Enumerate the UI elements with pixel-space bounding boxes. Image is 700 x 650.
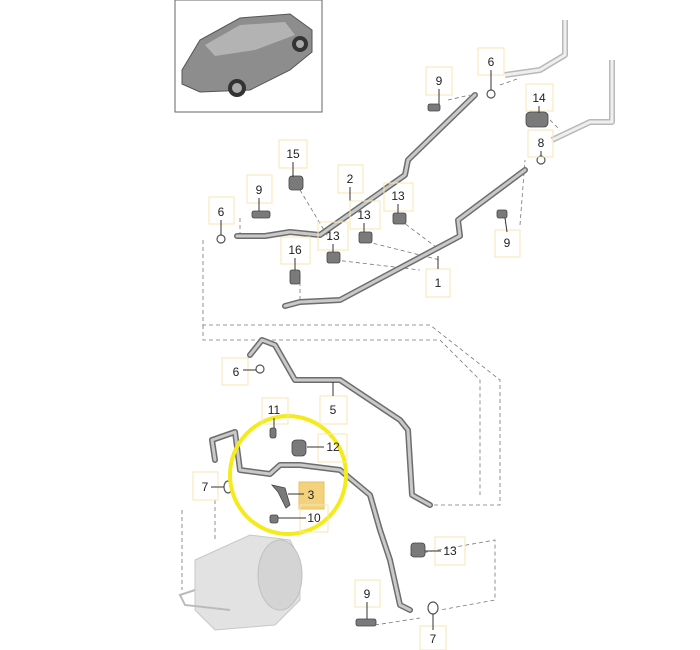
callout-label: 6: [488, 55, 495, 69]
ac-compressor[interactable]: [178, 534, 303, 631]
callout-label: 13: [357, 208, 371, 222]
pipe-3[interactable]: [209, 429, 413, 613]
callout-16[interactable]: 16: [280, 236, 311, 270]
callout-6[interactable]: 6: [221, 357, 256, 386]
callout-label: 6: [218, 205, 225, 219]
callout-13[interactable]: 13: [317, 221, 349, 252]
callout-label: 15: [286, 147, 300, 161]
callout-14[interactable]: 14: [525, 83, 554, 113]
callout-12[interactable]: 12: [307, 433, 348, 463]
callout-label: 8: [538, 136, 545, 150]
callout-label: 9: [256, 183, 263, 197]
callout-9[interactable]: 9: [354, 579, 381, 619]
callout-label: 7: [202, 480, 209, 494]
callout-1[interactable]: 1: [425, 256, 451, 298]
callout-label: 14: [532, 91, 546, 105]
callout-label: 6: [233, 365, 240, 379]
callout-label: 13: [391, 189, 405, 203]
callout-label: 1: [435, 276, 442, 290]
pipe-1[interactable]: [282, 167, 528, 309]
callout-label: 13: [443, 544, 457, 558]
callout-label: 13: [326, 229, 340, 243]
callout-label: 16: [288, 243, 302, 257]
callout-label: 11: [268, 403, 281, 417]
callout-label: 12: [326, 440, 340, 454]
callout-13[interactable]: 13: [425, 536, 466, 566]
callout-6[interactable]: 6: [208, 196, 235, 235]
pipe-2[interactable]: [234, 92, 478, 239]
callout-9[interactable]: 9: [246, 174, 273, 211]
callout-label: 9: [504, 236, 511, 250]
vehicle-thumbnail[interactable]: [174, 0, 323, 113]
callout-5[interactable]: 5: [319, 382, 348, 425]
callout-10[interactable]: 10: [278, 504, 329, 533]
callout-label: 10: [307, 511, 321, 525]
callout-label: 5: [330, 403, 337, 417]
callout-11[interactable]: 11: [261, 397, 289, 428]
pipe-5[interactable]: [247, 337, 433, 508]
callout-7[interactable]: 7: [192, 471, 224, 501]
callout-15[interactable]: 15: [278, 139, 308, 177]
assembly-lines: [181, 77, 561, 626]
callout-label: 9: [364, 587, 371, 601]
callout-9[interactable]: 9: [494, 217, 521, 258]
callout-label: 3: [308, 488, 315, 502]
callout-13[interactable]: 13: [383, 182, 414, 213]
callout-7[interactable]: 7: [419, 614, 447, 650]
callout-13[interactable]: 13: [349, 200, 381, 232]
parts: [216, 89, 549, 627]
callout-label: 7: [430, 632, 437, 646]
callout-2[interactable]: 2: [337, 164, 364, 205]
callout-8[interactable]: 8: [527, 129, 554, 158]
callout-6[interactable]: 6: [477, 47, 505, 90]
callout-label: 9: [436, 74, 443, 88]
callout-9[interactable]: 9: [425, 66, 453, 104]
callout-label: 2: [347, 172, 354, 186]
